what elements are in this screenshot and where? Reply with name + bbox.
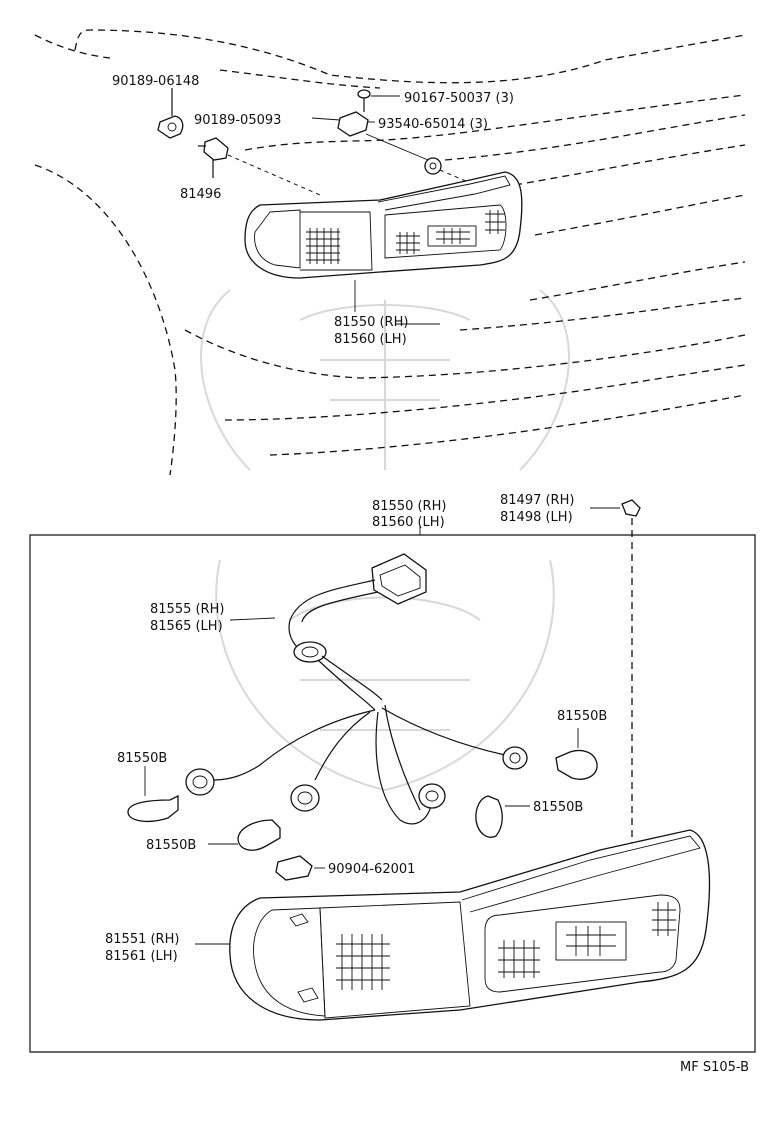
label-bulb-left: 81550B [117,751,167,766]
top-lamp-grid-mid [396,210,505,254]
clip-90189-05093 [311,111,375,137]
bulb-mid [208,819,281,851]
label-figure-code: MF S105-B [680,1060,749,1075]
label-bracket-lh: 81498 (LH) [500,510,573,525]
socket-left [185,768,215,796]
label-lamp-top-rh: 81550 (RH) [334,315,408,330]
watermark-emblem [200,289,570,792]
label-socket-clip: 81496 [180,187,221,202]
nut-93540-65014 [365,133,476,186]
clip-90189-06148 [157,88,184,139]
socket-mid [290,784,320,812]
label-clip-upper: 90189-06148 [112,74,199,89]
screw-90167-50037 [357,89,400,112]
label-screw: 90167-50037 (3) [404,91,514,106]
label-wire-rh: 81555 (RH) [150,602,224,617]
label-clip-mid: 90189-05093 [194,113,281,128]
label-bracket-rh: 81497 (RH) [500,493,574,508]
label-nut: 93540-65014 (3) [378,117,488,132]
label-bulb-mid: 81550B [146,838,196,853]
wire-harness [211,553,506,825]
bracket-81497 [590,499,641,850]
exploded-view-box [29,525,756,1053]
socket-lower [418,783,446,809]
label-wire-lh: 81565 (LH) [150,619,223,634]
body-outline [34,29,746,476]
leader-wire [229,617,276,621]
clip-81496 [198,137,321,196]
socket-right [502,746,528,770]
label-fuse: 90904-62001 [328,862,415,877]
lens-assembly [229,829,711,1021]
lamp-assembly-top [244,171,523,279]
bulb-lower [475,795,530,838]
top-lamp-grid-left [306,228,340,264]
label-lens-lh: 81561 (LH) [105,949,178,964]
fuse-90904-62001 [275,855,325,881]
bulb-left [127,766,179,823]
label-lens-rh: 81551 (RH) [105,932,179,947]
bulb-right [555,728,598,780]
label-lamp-box-rh: 81550 (RH) [372,499,446,514]
label-bulb-right: 81550B [557,709,607,724]
label-lamp-top-lh: 81560 (LH) [334,332,407,347]
lens-grid-left [336,934,390,990]
lens-grid-mid [498,902,676,978]
label-bulb-lower: 81550B [533,800,583,815]
label-lamp-box-lh: 81560 (LH) [372,515,445,530]
part-labels: 90189-06148 90167-50037 (3) 90189-05093 … [105,74,749,1075]
